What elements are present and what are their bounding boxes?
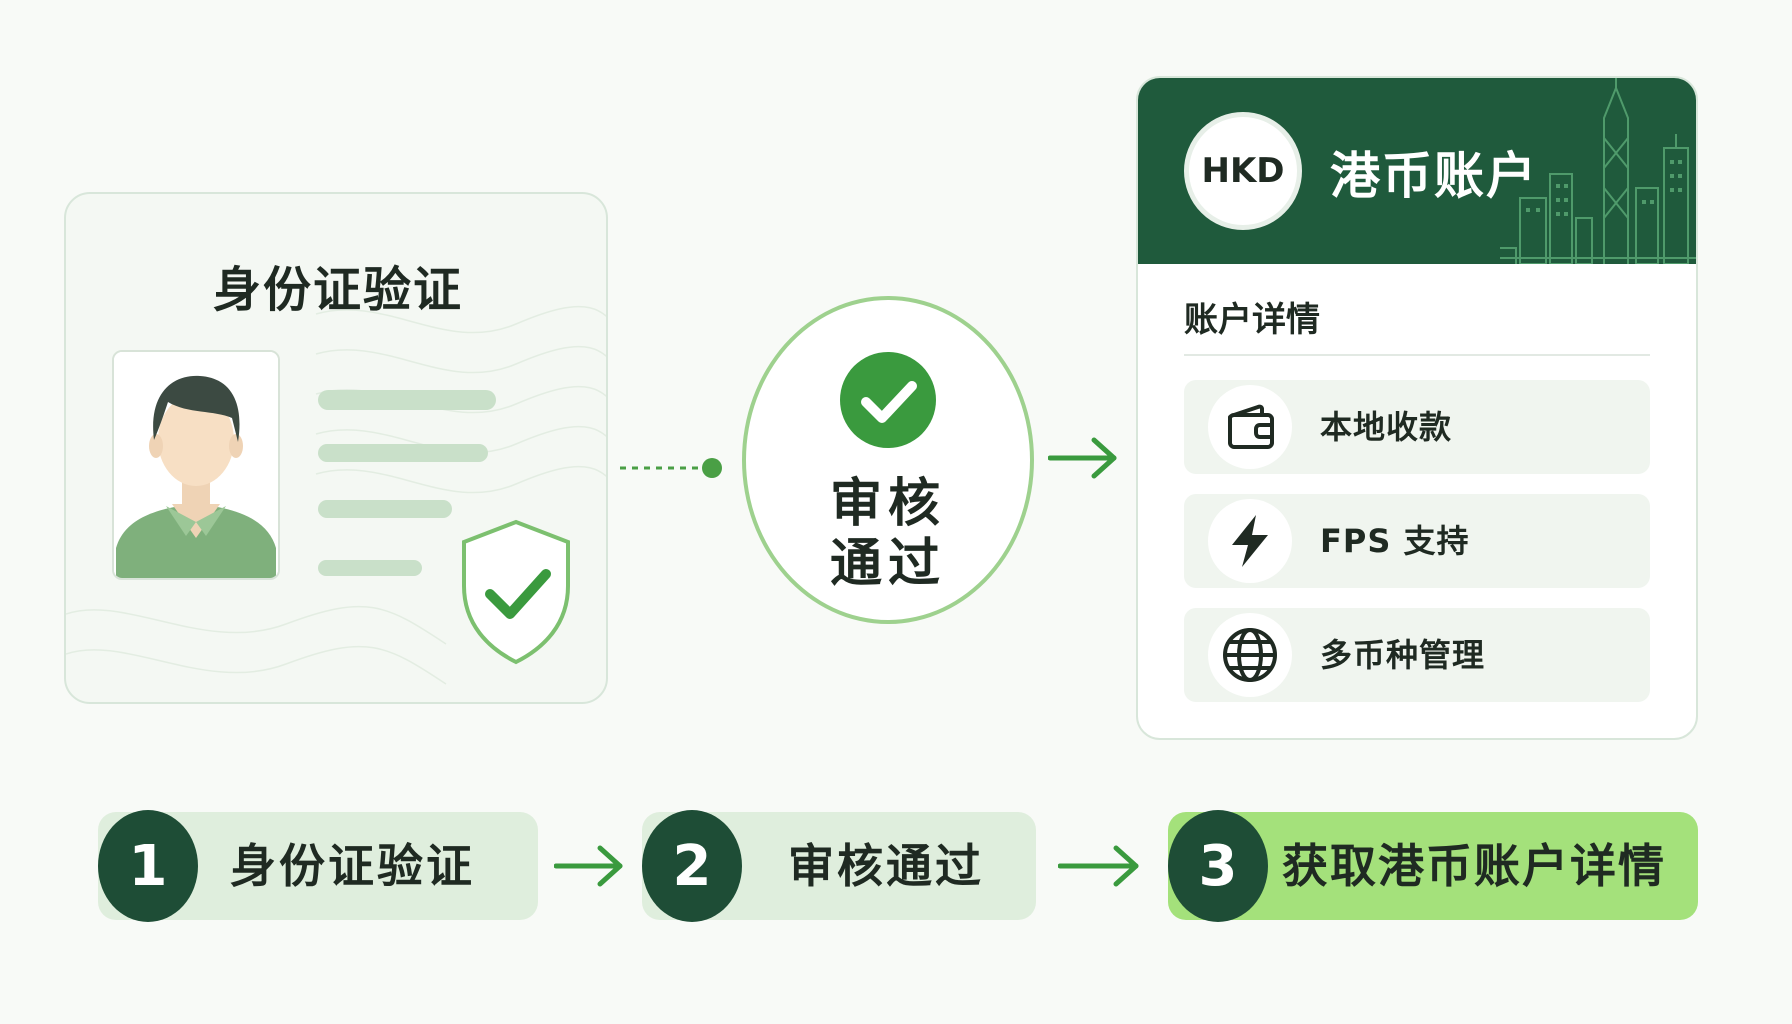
feature-label: 本地收款 — [1320, 408, 1453, 446]
feature-label: FPS 支持 — [1320, 522, 1470, 560]
feature-fps-support[interactable]: FPS 支持 — [1184, 494, 1650, 588]
id-verification-card: 身份证验证 — [64, 192, 608, 704]
lightning-icon — [1232, 515, 1268, 567]
feature-multi-currency[interactable]: 多币种管理 — [1184, 608, 1650, 702]
step-number: 2 — [642, 810, 742, 922]
approved-status-circle: 审核 通过 — [742, 296, 1034, 624]
step-2-pill: 2 审核通过 — [642, 810, 1036, 922]
hkd-currency-badge: HKD — [1184, 112, 1302, 230]
step-1-pill: 1 身份证验证 — [98, 810, 538, 922]
skyline-illustration — [1500, 78, 1696, 264]
id-card-title: 身份证验证 — [212, 262, 463, 318]
feature-local-collection[interactable]: 本地收款 — [1184, 380, 1650, 474]
approved-label-line2: 通过 — [829, 534, 946, 594]
approved-label: 审核 通过 — [746, 474, 1030, 594]
wallet-icon — [1228, 404, 1274, 449]
approved-label-line1: 审核 — [829, 474, 946, 534]
account-card-header: HKD 港币账户 — [1138, 78, 1696, 264]
account-details-title: 账户详情 — [1184, 300, 1320, 340]
step-number: 3 — [1168, 810, 1268, 922]
id-info-line — [318, 444, 488, 462]
arrow-right-icon — [1048, 437, 1117, 479]
id-info-line — [318, 500, 452, 518]
shield-check-icon — [462, 519, 570, 665]
id-info-line — [318, 560, 422, 576]
feature-label: 多币种管理 — [1320, 636, 1486, 674]
step-label: 身份证验证 — [230, 839, 475, 893]
hkd-account-card: HKD 港币账户 账户详情 本地收款 FPS 支持 — [1136, 76, 1698, 740]
step-label: 获取港币账户详情 — [1282, 839, 1666, 893]
details-divider — [1184, 354, 1650, 356]
globe-icon — [1223, 628, 1277, 682]
step-3-pill: 3 获取港币账户详情 — [1168, 810, 1698, 922]
step-label: 审核通过 — [788, 839, 984, 893]
account-title: 港币账户 — [1330, 147, 1538, 205]
check-circle-icon — [840, 352, 936, 448]
dotted-connector — [620, 458, 722, 478]
id-info-line — [318, 390, 496, 410]
person-avatar-icon — [114, 352, 278, 578]
id-photo — [112, 350, 280, 580]
step-number: 1 — [98, 810, 198, 922]
arrow-right-icon — [1058, 845, 1139, 887]
arrow-right-icon — [554, 845, 623, 887]
